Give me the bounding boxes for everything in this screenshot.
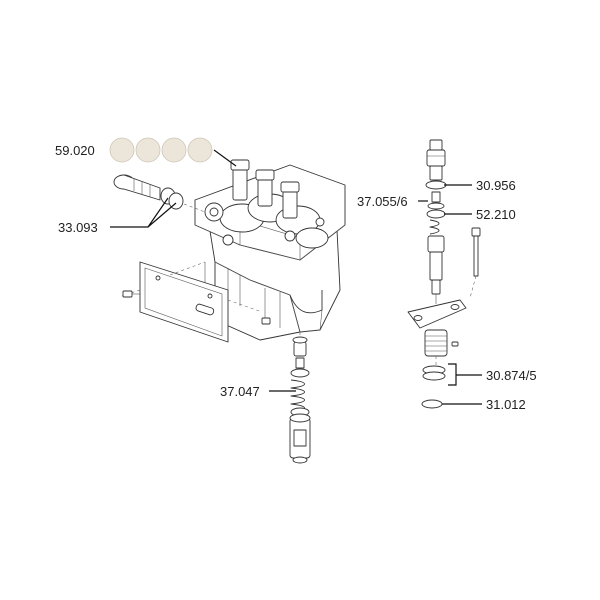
plunger-element xyxy=(289,332,311,464)
seal-kit-discs xyxy=(109,137,213,163)
side-cover-plate xyxy=(121,261,263,343)
seal-disc xyxy=(187,137,213,163)
label-valve-holder-seal: 30.956 xyxy=(476,178,516,193)
label-o-ring: 31.012 xyxy=(486,397,526,412)
leader-30874 xyxy=(448,363,482,386)
label-banjo-bolt: 33.093 xyxy=(58,220,98,235)
label-valve-spring-seat: 52.210 xyxy=(476,207,516,222)
label-element-seal-kit: 30.874/5 xyxy=(486,368,537,383)
cover-screw xyxy=(122,290,271,325)
pump-body xyxy=(194,159,346,341)
seal-disc xyxy=(135,137,161,163)
banjo-bolt xyxy=(113,174,206,213)
label-plunger-element: 37.047 xyxy=(220,384,260,399)
delivery-valve-stack xyxy=(407,139,481,409)
leader-59020 xyxy=(213,149,237,167)
label-delivery-valve: 37.055/6 xyxy=(357,194,408,209)
seal-disc xyxy=(161,137,187,163)
label-seal-kit: 59.020 xyxy=(55,143,95,158)
leader-33093 xyxy=(110,197,177,228)
seal-disc xyxy=(109,137,135,163)
